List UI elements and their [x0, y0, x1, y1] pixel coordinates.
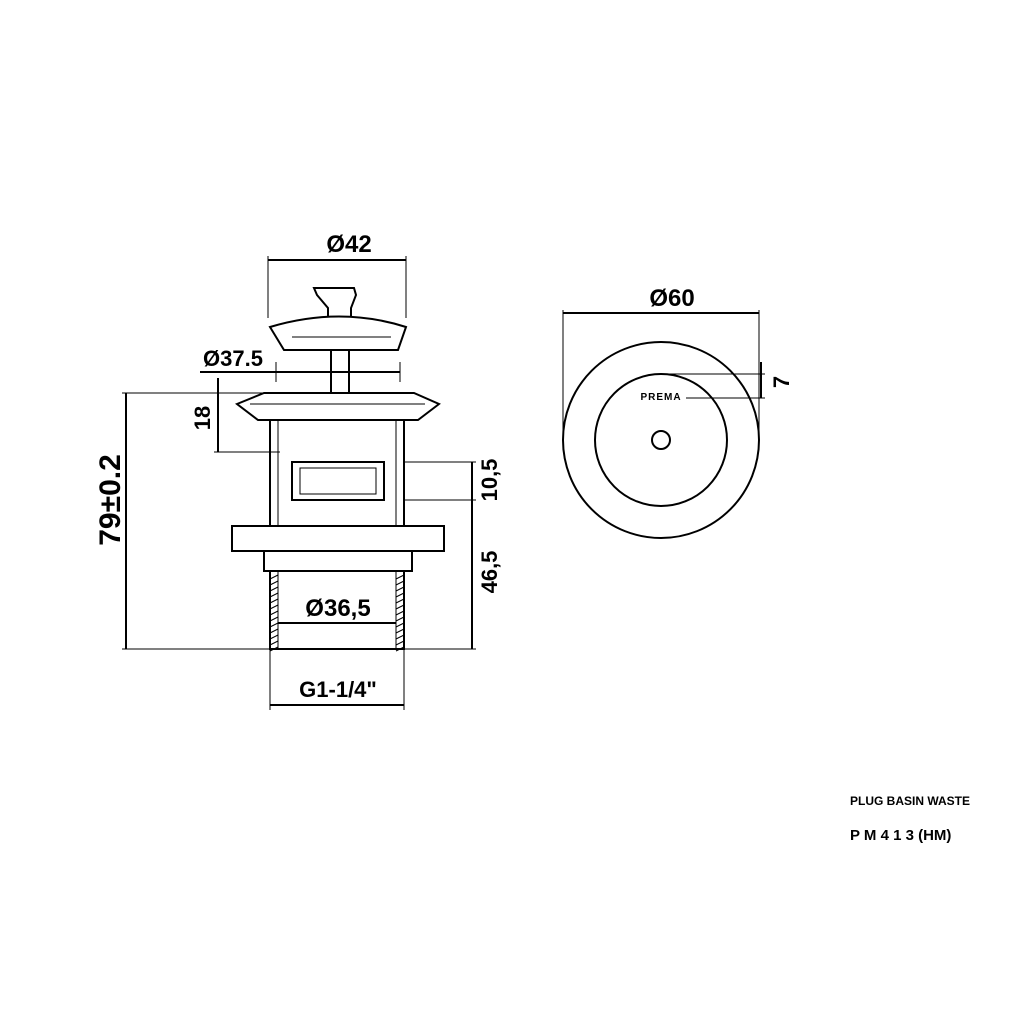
side-view — [231, 287, 445, 652]
dim-label-10-5: 10,5 — [477, 459, 502, 502]
thread-mark — [269, 646, 279, 652]
product-code: P M 4 1 3 (HM) — [850, 827, 952, 844]
thread-mark — [269, 622, 279, 628]
product-name: PLUG BASIN WASTE — [850, 794, 971, 808]
thread-mark — [395, 616, 405, 622]
thread-mark — [269, 598, 279, 604]
thread-mark — [395, 610, 405, 616]
thread-marks — [269, 574, 405, 652]
side-view-dimensions — [122, 256, 476, 710]
thread-mark — [269, 640, 279, 646]
thread-mark — [395, 628, 405, 634]
threaded-tail — [269, 570, 405, 650]
thread-mark — [395, 598, 405, 604]
prema-logo: PREMA — [640, 392, 681, 403]
outer-ring — [562, 341, 760, 539]
thread-mark — [395, 622, 405, 628]
thread-mark — [395, 574, 405, 580]
dim-label-7: 7 — [769, 376, 794, 388]
thread-mark — [269, 616, 279, 622]
thread-mark — [269, 574, 279, 580]
center-hole — [651, 430, 671, 450]
dim-label-18: 18 — [190, 406, 215, 430]
thread-mark — [269, 634, 279, 640]
dim-label-46-5: 46,5 — [477, 551, 502, 594]
overflow-slot — [291, 461, 385, 501]
plug-cap — [268, 315, 408, 351]
thread-mark — [395, 646, 405, 652]
thread-mark — [395, 580, 405, 586]
dim-label-42: Ø42 — [326, 231, 371, 258]
lock-nut — [231, 525, 445, 552]
thread-mark — [395, 634, 405, 640]
thread-mark — [269, 592, 279, 598]
top-view: PREMA — [562, 341, 760, 539]
thread-mark — [395, 586, 405, 592]
dim-label-37-5: Ø37.5 — [203, 346, 263, 371]
thread-mark — [269, 628, 279, 634]
thread-mark — [269, 580, 279, 586]
dim-label-36-5: Ø36,5 — [305, 595, 370, 622]
dim-label-79: 79±0.2 — [94, 454, 127, 546]
thread-mark — [395, 592, 405, 598]
dim-label-60: Ø60 — [649, 285, 694, 312]
thread-mark — [269, 586, 279, 592]
thread-mark — [395, 604, 405, 610]
dim-label-thread: G1-1/4" — [299, 677, 377, 702]
top-view-dimensions — [562, 310, 765, 440]
thread-mark — [269, 604, 279, 610]
top-flange — [235, 392, 441, 421]
thread-mark — [269, 610, 279, 616]
thread-mark — [395, 640, 405, 646]
